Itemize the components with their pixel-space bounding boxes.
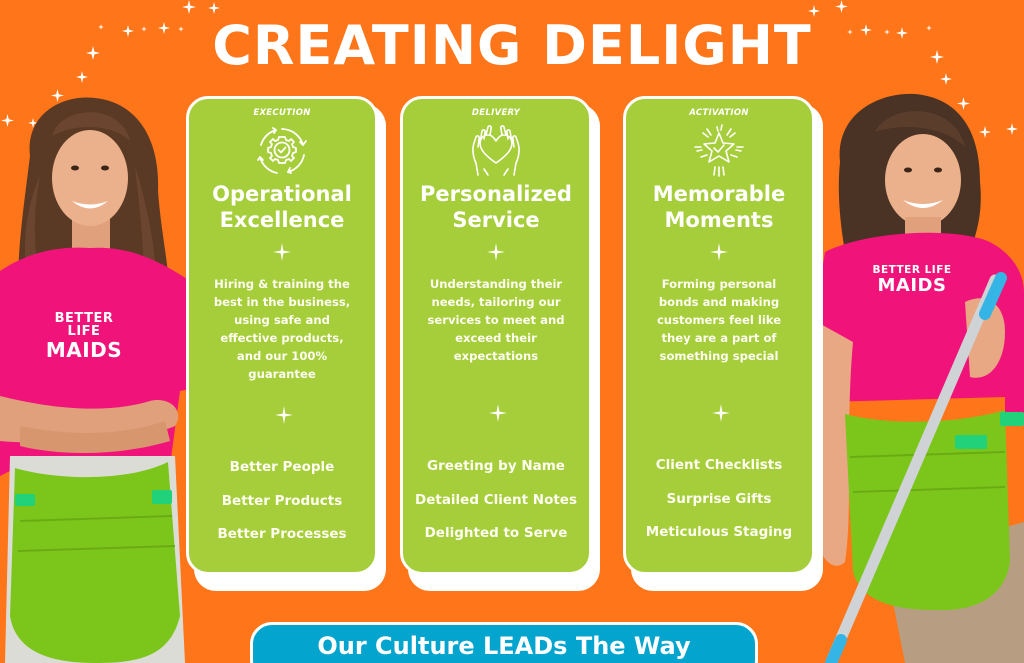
banner-label: Our Culture LEADs The Way bbox=[317, 632, 691, 660]
sparkle-icon bbox=[208, 2, 220, 14]
card-bullet-list: Greeting by Name Detailed Client Notes D… bbox=[403, 450, 589, 551]
bullet-item: Detailed Client Notes bbox=[415, 491, 577, 508]
shirt-logo-line1: BETTER LIFE bbox=[872, 264, 952, 276]
sparkle-icon bbox=[1006, 123, 1018, 135]
card-title: Operational Excellence bbox=[189, 181, 375, 233]
sparkle-icon bbox=[884, 29, 890, 35]
page-title: CREATING DELIGHT bbox=[212, 14, 812, 77]
shirt-logo-left: BETTER LIFE MAIDS bbox=[36, 312, 132, 360]
sparkle-icon bbox=[28, 118, 38, 128]
card-kicker: ACTIVATION bbox=[689, 108, 749, 118]
card-description: Understanding their needs, tailoring our… bbox=[427, 277, 565, 363]
card-body: EXECUTION Operational Excellence Hiring … bbox=[186, 96, 378, 575]
sparkle-divider-icon bbox=[487, 243, 505, 261]
star-burst-check-icon bbox=[687, 123, 751, 179]
bullet-item: Delighted to Serve bbox=[424, 525, 568, 541]
bullet-item: Better Products bbox=[221, 492, 343, 509]
card-title: Memorable Moments bbox=[626, 181, 812, 233]
sparkle-icon bbox=[930, 50, 944, 64]
team-member-photo-right: BETTER LIFE MAIDS bbox=[805, 92, 1024, 663]
sparkle-divider-icon bbox=[712, 404, 730, 422]
sparkle-divider-icon bbox=[489, 404, 507, 422]
card-title-line2: Excellence bbox=[219, 208, 345, 232]
shirt-logo-line2: MAIDS bbox=[45, 338, 123, 362]
card-title-line2: Service bbox=[452, 208, 540, 232]
card-bullet-list: Better People Better Products Better Pro… bbox=[189, 451, 375, 552]
card-kicker: EXECUTION bbox=[253, 108, 311, 118]
sparkle-icon bbox=[860, 24, 872, 36]
shirt-logo-line1: BETTER LIFE bbox=[54, 311, 114, 339]
card-body: DELIVERY Personalized Service bbox=[400, 96, 592, 575]
sparkle-icon bbox=[926, 25, 932, 31]
sparkle-icon bbox=[896, 27, 908, 39]
sparkle-icon bbox=[957, 97, 970, 110]
card-kicker: DELIVERY bbox=[471, 108, 521, 118]
sparkle-divider-icon bbox=[273, 243, 291, 261]
sparkle-icon bbox=[979, 126, 991, 138]
bullet-item: Better Processes bbox=[217, 526, 347, 542]
shirt-logo-right: BETTER LIFE MAIDS bbox=[867, 265, 957, 295]
team-member-photo-left: BETTER LIFE MAIDS bbox=[0, 96, 205, 663]
shirt-logo-line2: MAIDS bbox=[877, 274, 947, 296]
card-title-line1: Memorable bbox=[652, 182, 786, 206]
sparkle-icon bbox=[847, 29, 853, 35]
sparkle-icon bbox=[835, 0, 848, 13]
gear-check-cycle-icon bbox=[250, 123, 314, 179]
card-title: Personalized Service bbox=[403, 181, 589, 233]
bullet-item: Better People bbox=[229, 459, 335, 475]
card-description: Forming personal bonds and making custom… bbox=[656, 277, 782, 363]
card-memorable-moments: ACTIVATION Memorable Moments bbox=[623, 96, 823, 591]
card-title-line1: Personalized bbox=[420, 182, 572, 206]
bullet-item: Client Checklists bbox=[655, 457, 783, 473]
sparkle-icon bbox=[86, 46, 100, 60]
sparkle-icon bbox=[940, 73, 952, 85]
sparkle-icon bbox=[76, 71, 88, 83]
bullet-item: Surprise Gifts bbox=[666, 490, 772, 507]
bullet-item: Greeting by Name bbox=[427, 458, 565, 474]
card-title-line1: Operational bbox=[212, 182, 352, 206]
card-bullet-list: Client Checklists Surprise Gifts Meticul… bbox=[626, 449, 812, 550]
sparkle-icon bbox=[808, 5, 820, 17]
sparkle-icon bbox=[51, 89, 64, 102]
card-personalized-service: DELIVERY Personalized Service bbox=[400, 96, 600, 591]
sparkle-icon bbox=[178, 26, 184, 32]
sparkle-icon bbox=[1, 114, 14, 127]
card-title-line2: Moments bbox=[664, 208, 774, 232]
card-operational-excellence: EXECUTION Operational Excellence Hiring … bbox=[186, 96, 386, 591]
bullet-item: Meticulous Staging bbox=[645, 524, 793, 540]
culture-banner: Our Culture LEADs The Way bbox=[250, 622, 758, 663]
card-body: ACTIVATION Memorable Moments bbox=[623, 96, 815, 575]
sparkle-icon bbox=[182, 0, 196, 14]
hands-heart-icon bbox=[464, 123, 528, 179]
sparkle-icon bbox=[98, 24, 104, 30]
sparkle-divider-icon bbox=[710, 243, 728, 261]
sparkle-icon bbox=[141, 26, 147, 32]
sparkle-icon bbox=[122, 25, 134, 37]
sparkle-divider-icon bbox=[275, 406, 293, 424]
sparkle-icon bbox=[158, 22, 170, 34]
card-description: Hiring & training the best in the busine… bbox=[213, 277, 351, 381]
